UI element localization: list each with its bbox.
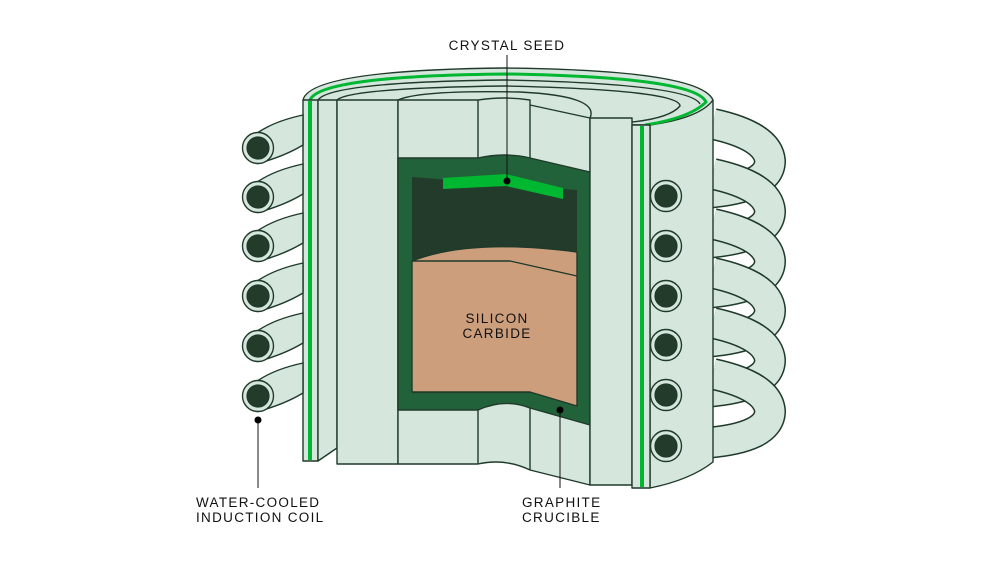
green-stripe-left (308, 101, 312, 460)
green-stripe-right (640, 126, 644, 487)
coil-tube-bore (654, 184, 678, 208)
crystal-seed-dot (503, 177, 511, 185)
insulation-right (589, 117, 633, 486)
silicon-carbide-charge (411, 246, 578, 407)
label-carbide: CARBIDE (462, 326, 531, 341)
coil-tube-bore (654, 234, 678, 258)
coil-dot (254, 416, 262, 424)
coil-tube-bore (246, 384, 270, 408)
label-water-cooled: WATER-COOLED (196, 495, 320, 510)
label-silicon: SILICON (465, 311, 528, 326)
coil-tube-bore (246, 185, 270, 209)
label-crucible: CRUCIBLE (522, 510, 601, 525)
coil-tube-bore (246, 334, 270, 358)
coil-tube-bore (654, 333, 678, 357)
coil-tube-bore (654, 284, 678, 308)
insulation-left (336, 99, 399, 465)
induction-coil-left (241, 114, 304, 413)
top-rim (302, 67, 714, 126)
coil-tube-bore (246, 234, 270, 258)
crucible-dot (556, 406, 564, 414)
coil-tube-bore (246, 284, 270, 308)
label-crystal-seed: CRYSTAL SEED (449, 38, 566, 53)
induction-coil-right (664, 108, 787, 462)
coil-tube-bore (246, 136, 270, 160)
coil-tube-bore (654, 383, 678, 407)
green-rim-stripe (308, 72, 708, 127)
coil-tube (664, 359, 785, 461)
label-graphite: GRAPHITE (522, 495, 601, 510)
coil-tube-bore (654, 434, 678, 458)
label-induction-coil: INDUCTION COIL (196, 510, 324, 525)
induction-coil-right-ends (649, 179, 683, 463)
crystal-seed (443, 174, 563, 199)
